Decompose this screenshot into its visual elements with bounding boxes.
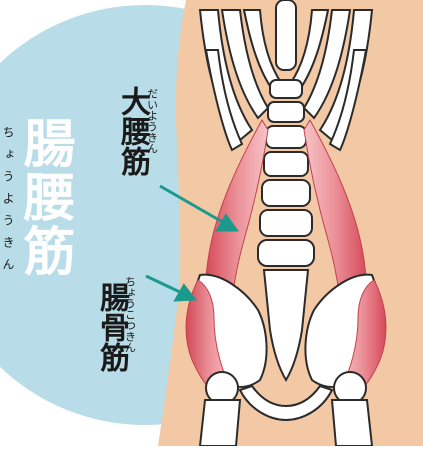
- psoas-label: 大腰筋: [117, 86, 147, 176]
- iliacus-ruby: ちょうこつきん: [124, 276, 136, 353]
- psoas-ruby: だいようきん: [146, 88, 158, 154]
- main-title: 腸腰筋: [18, 116, 70, 278]
- sternum: [276, 0, 296, 70]
- iliacus-label: 腸骨筋: [96, 282, 126, 372]
- main-title-ruby: ちょうようきん: [2, 126, 14, 280]
